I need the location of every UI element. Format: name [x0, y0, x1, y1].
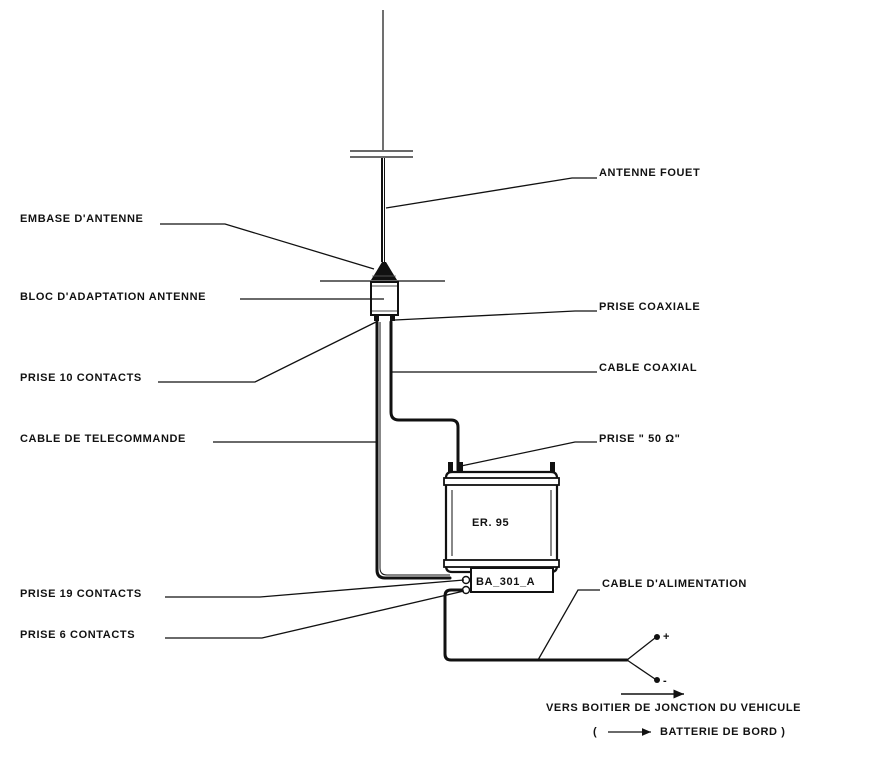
negative-terminal-icon [654, 677, 660, 683]
adaptation-block [370, 281, 399, 321]
prise-10-contacts-label: PRISE 10 CONTACTS [20, 372, 142, 384]
cable-alimentation-label: CABLE D'ALIMENTATION [602, 578, 747, 590]
batterie-open-paren: ( [593, 726, 597, 738]
cable-coaxial-label: CABLE COAXIAL [599, 362, 697, 374]
labels: ANTENNE FOUET EMBASE D'ANTENNE BLOC D'AD… [20, 167, 801, 738]
prise-19-contacts-label: PRISE 19 CONTACTS [20, 588, 142, 600]
batterie-label: BATTERIE DE BORD ) [660, 726, 785, 738]
prise-coaxiale-label: PRISE COAXIALE [599, 301, 700, 313]
prise-6-contacts-label: PRISE 6 CONTACTS [20, 629, 135, 641]
prise-50-ohm-label: PRISE " 50 Ω" [599, 433, 680, 445]
leader-lines [158, 177, 684, 736]
vers-boitier-label: VERS BOITIER DE JONCTION DU VEHICULE [546, 702, 801, 714]
cable-telecommande-label: CABLE DE TELECOMMANDE [20, 433, 186, 445]
ba301a-label: BA_301_A [476, 576, 535, 588]
ba301a-battery-box: BA_301_A [461, 567, 554, 595]
positive-terminal-icon [654, 634, 660, 640]
telecommand-cable-inner [379, 322, 450, 576]
embase-antenne-label: EMBASE D'ANTENNE [20, 213, 143, 225]
power-cable [443, 588, 629, 662]
coaxial-cable [389, 320, 460, 472]
antenna-whip [350, 10, 413, 262]
plus-label: + [663, 631, 670, 643]
power-cable-split: + - [626, 631, 670, 687]
bloc-adaptation-label: BLOC D'ADAPTATION ANTENNE [20, 291, 206, 303]
telecommand-cable [375, 320, 452, 580]
minus-label: - [663, 675, 667, 687]
antenna-base [320, 262, 445, 282]
er95-transceiver: ER. 95 [443, 462, 560, 574]
antenne-fouet-label: ANTENNE FOUET [599, 167, 700, 179]
er95-label: ER. 95 [472, 517, 509, 529]
